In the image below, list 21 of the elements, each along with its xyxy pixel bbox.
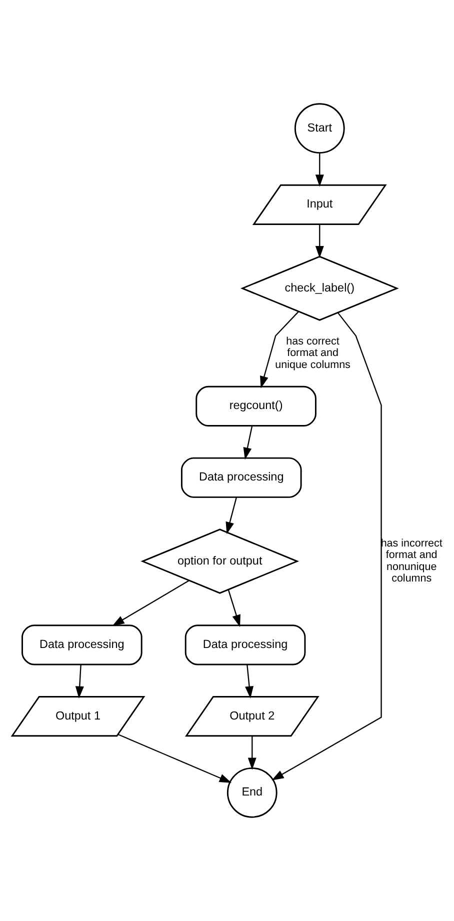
arrow — [243, 426, 253, 460]
arrow — [118, 734, 232, 783]
arrow — [245, 664, 254, 698]
arrow — [75, 664, 84, 698]
node-box: Data processing — [180, 457, 302, 498]
node-circle: End — [226, 767, 278, 818]
node-box: Data processing — [184, 624, 306, 666]
arrow — [260, 311, 299, 388]
arrow — [272, 312, 382, 780]
node-diamond: option for output — [140, 528, 300, 594]
node-circle: Start — [294, 103, 345, 154]
arrow — [315, 152, 324, 187]
node-diamond: check_label() — [240, 256, 399, 321]
arrow — [112, 580, 190, 626]
arrow — [315, 224, 324, 258]
arrow — [248, 736, 256, 770]
arrow — [226, 497, 237, 534]
node-box: regcount() — [196, 386, 316, 426]
node-box: Data processing — [22, 624, 142, 666]
arrow — [228, 590, 240, 627]
edge-label: has correct format and unique columns — [275, 335, 350, 371]
